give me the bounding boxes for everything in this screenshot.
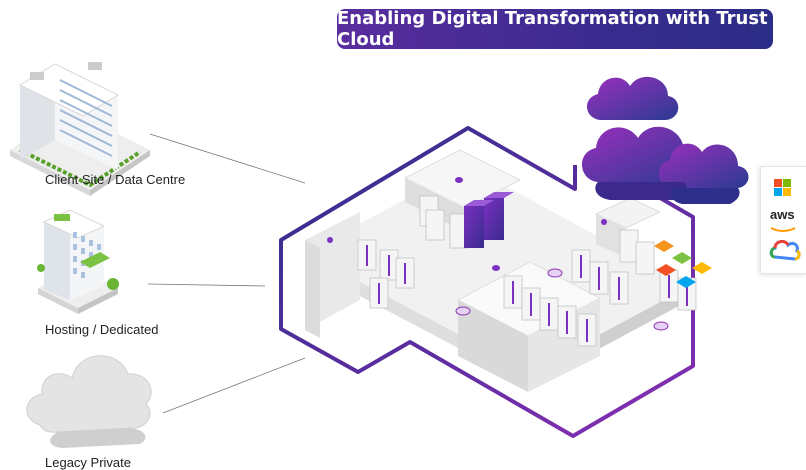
aws-smile-icon — [770, 227, 796, 232]
connector-line-hosting — [147, 283, 266, 287]
connector-line-legacy — [162, 357, 306, 414]
server-racks — [327, 177, 712, 347]
client-site-building-icon — [10, 62, 150, 196]
title-banner: Enabling Digital Transformation with Tru… — [337, 8, 773, 50]
cloud-provider-panel: aws — [760, 166, 806, 274]
trust-cloud-icon — [581, 76, 749, 204]
hosting-label: Hosting / Dedicated — [45, 322, 159, 337]
hosting-building-icon — [37, 209, 119, 314]
legacy-cloud-icon — [26, 355, 152, 448]
connector-lines — [147, 133, 306, 414]
connector-line-client-site — [149, 133, 306, 184]
aws-logo-text: aws — [770, 207, 795, 222]
page-title: Enabling Digital Transformation with Tru… — [337, 8, 768, 50]
legacy-private-label: Legacy Private — [45, 455, 131, 470]
trust-cloud-boundary — [279, 126, 695, 438]
microsoft-logo-icon — [774, 179, 791, 196]
client-site-label: Client Site / Data Centre — [45, 172, 186, 187]
google-cloud-logo-icon — [769, 239, 801, 261]
